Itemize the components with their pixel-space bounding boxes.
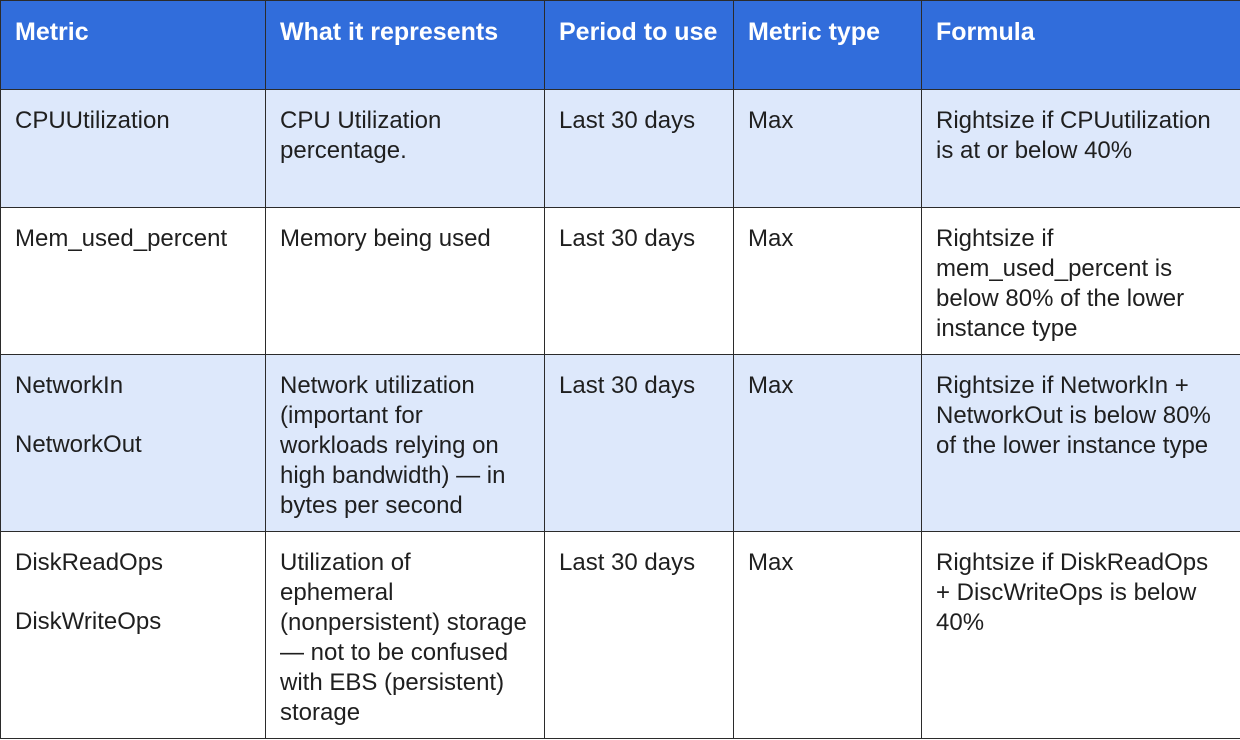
header-period-to-use: Period to use (544, 0, 734, 90)
formula-cell: Rightsize if mem_used_percent is below 8… (921, 207, 1240, 355)
table-row: CPUUtilization CPU Utilization percentag… (0, 89, 1240, 208)
metric-name: DiskWriteOps (15, 608, 162, 635)
table-header-row: Metric What it represents Period to use … (0, 0, 1240, 90)
header-formula: Formula (921, 0, 1240, 90)
metric-cell: NetworkIn NetworkOut (0, 354, 266, 532)
type-cell: Max (733, 89, 922, 208)
table-row: Mem_used_percent Memory being used Last … (0, 207, 1240, 355)
represents-cell: CPU Utilization percentage. (265, 89, 545, 208)
header-what-it-represents: What it represents (265, 0, 545, 90)
type-cell: Max (733, 531, 922, 739)
type-cell: Max (733, 207, 922, 355)
period-cell: Last 30 days (544, 207, 734, 355)
period-cell: Last 30 days (544, 89, 734, 208)
table-row: DiskReadOps DiskWriteOps Utilization of … (0, 531, 1240, 739)
metric-cell: DiskReadOps DiskWriteOps (0, 531, 266, 739)
header-metric: Metric (0, 0, 266, 90)
period-cell: Last 30 days (544, 531, 734, 739)
metric-cell: CPUUtilization (0, 89, 266, 208)
metric-name: DiskReadOps (15, 549, 164, 576)
type-cell: Max (733, 354, 922, 532)
metric-name: NetworkOut (15, 431, 142, 458)
represents-cell: Utilization of ephemeral (nonpersistent)… (265, 531, 545, 739)
formula-cell: Rightsize if NetworkIn + NetworkOut is b… (921, 354, 1240, 532)
metric-name: NetworkIn (15, 372, 124, 399)
metric-cell: Mem_used_percent (0, 207, 266, 355)
period-cell: Last 30 days (544, 354, 734, 532)
metric-name: Mem_used_percent (15, 225, 228, 252)
formula-cell: Rightsize if DiskReadOps + DiscWriteOps … (921, 531, 1240, 739)
table-row: NetworkIn NetworkOut Network utilization… (0, 354, 1240, 532)
header-metric-type: Metric type (733, 0, 922, 90)
represents-cell: Memory being used (265, 207, 545, 355)
metric-name: CPUUtilization (15, 107, 170, 134)
formula-cell: Rightsize if CPUutilization is at or bel… (921, 89, 1240, 208)
represents-cell: Network utilization (important for workl… (265, 354, 545, 532)
